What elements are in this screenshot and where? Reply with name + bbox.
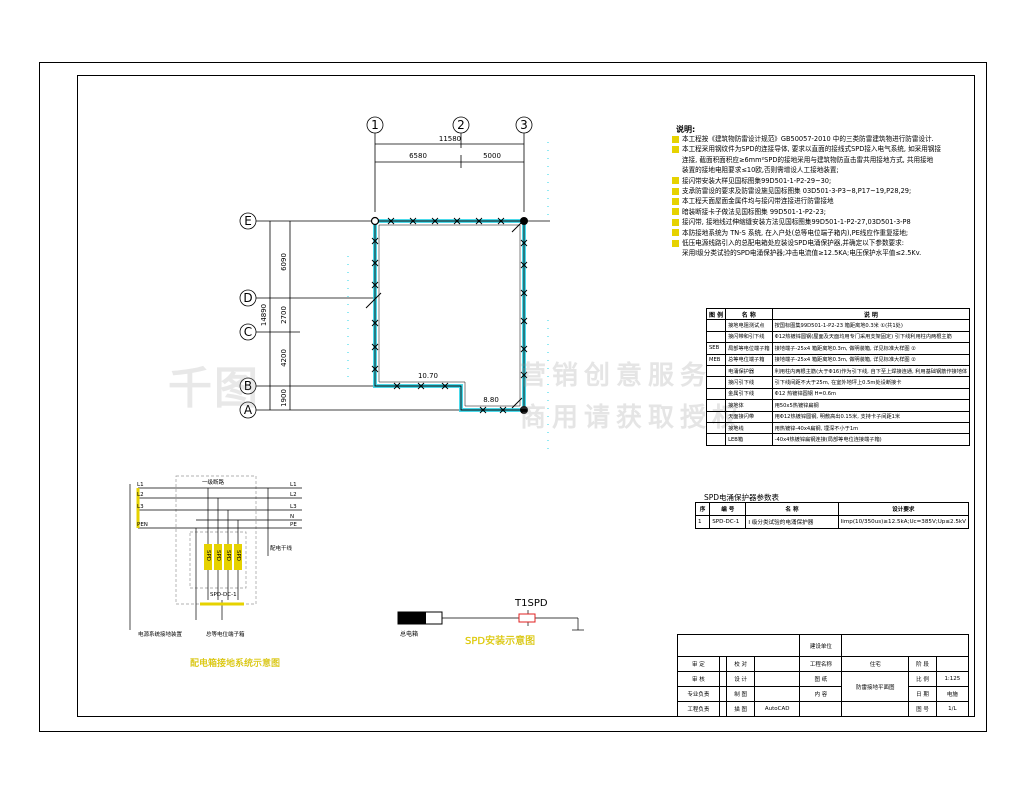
legend-header: 说 明 [771,307,971,321]
spd-data-row: 1 SPD-DC-1 I 级分类试验的电涌保护器 Iimp(10/350us)≥… [694,515,970,529]
legend-table: 图 例 名 称 说 明 接地电阻测试点按国标图集99D501-1-P2-23 箱… [705,307,971,446]
watermark-logo: 千图 [168,363,260,414]
spd-unit-1: SPD [205,550,211,561]
watermark-line-2: 商用请获取授权 [520,403,745,433]
dim-v2: 2700 [280,306,288,324]
legend-header: 图 例 [705,307,727,321]
legend-header: 名 称 [725,307,773,321]
note-line: 接闪带, 接地线过伸缩缝安装方法见国标图集99D501-1-P2-27,03D5… [672,217,968,227]
distribution-caption: 配电箱接地系统示意图 [190,657,280,669]
ground-mid-label: 总等电位端子箱 [206,630,245,638]
construction-unit-label: 建设单位 [799,634,843,657]
note-line: 支承防雷设的要求及防雷设施见国标图集 03D501-3-P3~8,P17~19,… [672,186,968,196]
note-line: 装置的接地电阻要求≤10欧,否则需增设人工接地装置; [682,166,839,175]
line-pe-right: PE [290,522,297,528]
spd-unit-3: SPD [225,550,231,561]
dim-small-1: 10.70 [418,372,438,380]
spd-parameter-table: 序 编 号 名 称 设计要求 1 SPD-DC-1 I 级分类试验的电涌保护器 … [694,502,970,529]
spd-install-diagram: T1SPD 总电箱 SPD安装示意图 [397,598,584,647]
title-block: 建设单位 审 定 校 对 工程名称 住宅 阶 段 审 核 设 计 图 纸 防雷接… [677,634,970,717]
note-line: 本工程按《建筑物防雷设计规范》GB50057-2010 中的三类防雷建筑物进行防… [672,134,968,144]
dim-small-2: 8.80 [483,396,499,404]
line-l2-left: L2 [137,492,144,498]
col-label-1: 1 [371,118,379,132]
note-line: 本工程采用钢纹件为SPD的连接导体, 要求以直面的接线式SPD接入电气系统, 如… [672,144,968,154]
watermark-text: 营销创意服务 商用请获取授权 [520,355,744,439]
dim-right: 5000 [483,152,501,160]
main-box-label: 总电箱 [400,630,418,638]
legend-row: 天面接闪带用Φ12热镀锌圆钢, 明敷高出0.15米, 支持卡子间距1米 [705,410,971,423]
dim-v3: 4200 [280,349,288,367]
spd-unit-4: SPD [235,550,241,561]
notes-list: 本工程按《建筑物防雷设计规范》GB50057-2010 中的三类防雷建筑物进行防… [672,134,968,259]
dim-v-total: 14890 [260,304,268,326]
note-line: 连接, 截面积面积应≥6mm²SPD的接地采用与建筑物防直击雷共用接地方式, 共… [682,155,934,164]
line-n-right: N [290,514,294,520]
row-label-d: D [243,291,252,305]
distribution-grounding-diagram [129,475,302,630]
dim-v4: 1900 [280,389,288,407]
drawing-name: 防雷接地平面图 [841,671,910,702]
note-line: 低压电源线路引入的总配电箱处应装设SPD电涌保护器,并确定以下参数要求: [672,238,968,248]
drawing-outer-frame [39,62,987,732]
roof-air-termination [373,219,526,412]
note-line: 本工程天面屋面金属件均与接闪带连接进行防雷接地 [672,196,968,206]
notes-title: 说明: [676,125,696,134]
row-label-c: C [244,325,252,339]
legend-row: LEB箱-40x4热镀锌扁钢连接(局部等电位连接端子箱) [705,433,971,446]
note-line: 暗装断接卡子做法见国标图集 99D501-1-P2-23; [672,207,968,217]
line-pen-left: PEN [137,522,148,528]
dim-left: 6580 [409,152,427,160]
project-name: 住宅 [841,656,910,672]
drawing-inner-frame [77,75,975,717]
spd-header-row: 序 编 号 名 称 设计要求 [694,502,970,516]
legend-header-row: 图 例 名 称 说 明 [705,307,971,321]
spd-unit-2: SPD [215,550,221,561]
install-caption: SPD安装示意图 [465,634,535,647]
line-l1-left: L1 [137,482,144,488]
line-l1-right: L1 [290,482,297,488]
t1spd-label: T1SPD [514,598,548,609]
support-marks [371,217,528,414]
legend-row: 电涌保护器利用柱内两根主筋(大于Φ16)作为引下线, 自下至上焊接连通, 利用基… [705,364,971,378]
col-label-3: 3 [520,118,528,132]
breaker-label: 一级断路 [202,478,225,486]
note-line: 本防接地系统为 TN-S 系统, 在入户处(总等电位端子箱内),PE线应作重复接… [672,228,968,238]
legend-row: 接闪引下线引下线间距不大于25m, 在室外地坪上0.5m处设断接卡 [705,376,971,389]
feeder-label: 配电干线 [270,544,293,552]
row-label-b: B [244,379,252,393]
scale-value: 1:125 [935,671,970,687]
watermark-line-1: 营销创意服务 [520,361,713,391]
line-l3-right: L3 [290,504,297,510]
legend-row: 接地电阻测试点按国标图集99D501-1-P2-23 箱距离地0.3米 ①(共1… [705,319,971,332]
spd-table-title: SPD电涌保护器参数表 [704,493,780,502]
note-line: 接闪带安装大样见国标图集99D501-1-P2-29~30; [672,176,968,186]
software-label: AutoCAD [753,701,801,717]
row-label-a: A [244,403,253,417]
sheet-number: 1/L [935,701,970,717]
dim-total: 11580 [439,135,461,143]
row-label-e: E [244,214,252,228]
line-l2-right: L2 [290,492,297,498]
line-l3-left: L3 [137,504,144,510]
ground-left-label: 电源系统接地装置 [138,630,183,638]
legend-row: 接地线用热镀锌-40x4扁钢, 埋深不小于1m [705,421,971,435]
legend-row: 接地体用50x5热镀锌扁钢 [705,399,971,412]
dim-v1: 6090 [280,253,288,271]
note-line: 采用I级分类试验的SPD电涌保护器;冲击电流值≥12.5KA;电压保护水平值≤2… [682,249,922,258]
spd-box-label: SPD-DC-1 [210,592,237,598]
col-label-2: 2 [457,118,465,132]
